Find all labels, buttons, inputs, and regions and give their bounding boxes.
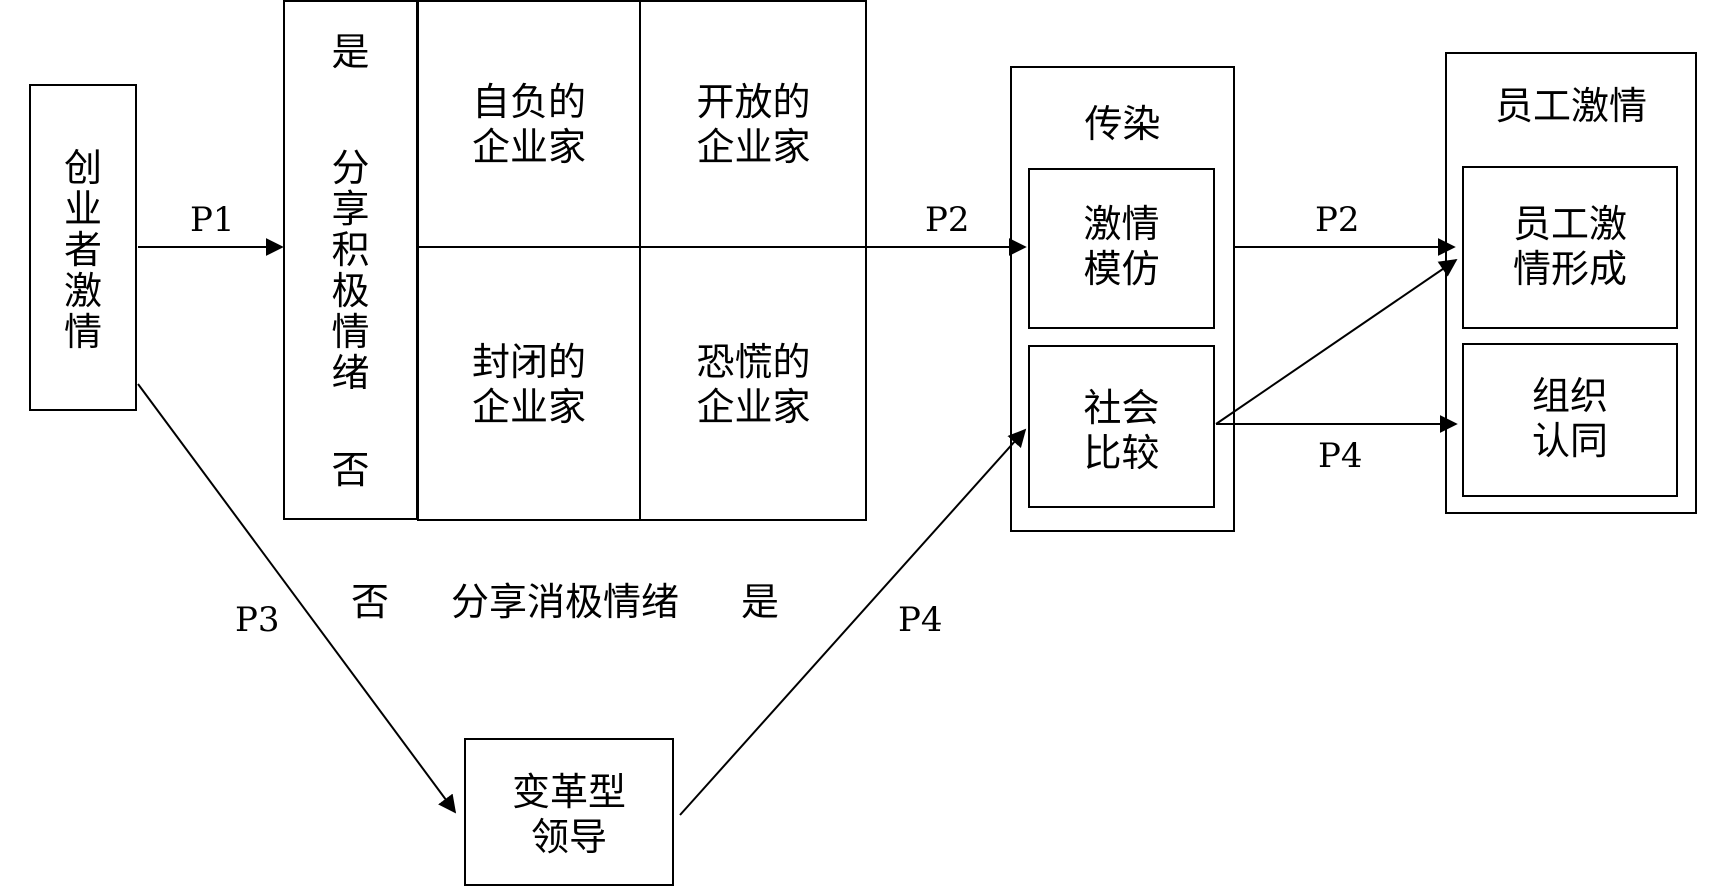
quadrant-conceited: 自负的 企业家 [471,80,586,169]
share-positive-no: 否 [331,448,370,492]
employee-passion-box [1445,52,1697,514]
edge-label-p1: P1 [190,200,235,240]
arrow-p3 [137,383,457,814]
quadrant-panicked: 恐慌的 企业家 [696,340,811,429]
social-comparison-label: 社会 比较 [1083,386,1160,475]
quadrant-closed: 封闭的 企业家 [471,340,586,429]
edge-label-p2-left: P2 [925,200,970,240]
employee-passion-title: 员工激情 [1494,84,1647,128]
contagion-title: 传染 [1084,102,1161,146]
share-negative-label: 分享消极情绪 [450,580,679,624]
social-comparison-box [1028,345,1215,508]
edge-label-p2-right: P2 [1315,200,1360,240]
share-positive-yes: 是 [331,30,370,74]
edge-label-p3: P3 [235,600,280,640]
founder-passion-label: 创业者激情 [63,146,102,355]
founder-passion-box [29,84,137,411]
share-negative-no: 否 [350,580,389,624]
edge-label-p4-lower: P4 [898,600,943,640]
identification-label: 组织 认同 [1531,374,1608,463]
transformational-leadership-label: 变革型 领导 [511,770,626,859]
contagion-box [1010,66,1235,532]
share-negative-yes: 是 [740,580,779,624]
imitation-box [1028,168,1215,329]
identification-box [1462,343,1678,497]
formation-box [1462,166,1678,329]
share-positive-label: 分享积极情绪 [331,146,370,396]
transformational-leadership-box [464,738,674,886]
quadrant-open: 开放的 企业家 [696,80,811,169]
arrow-p4-lower [679,428,1027,816]
quadrant-grid [417,0,867,521]
edge-label-p4-right: P4 [1318,436,1363,476]
formation-label: 员工激 情形成 [1512,202,1627,291]
arrow-social-to-formation [1215,258,1458,425]
imitation-label: 激情 模仿 [1083,202,1160,291]
